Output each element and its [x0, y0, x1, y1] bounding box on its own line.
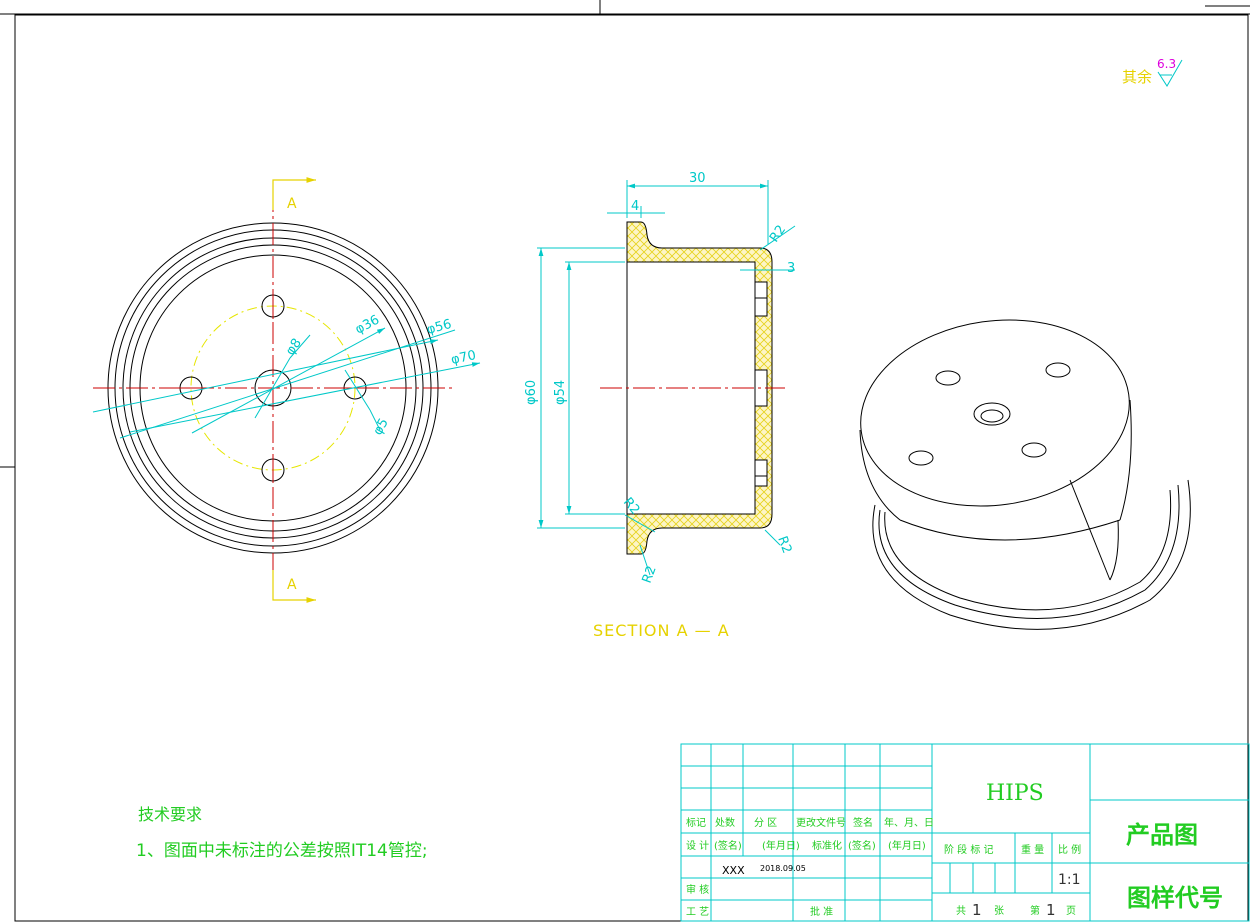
dim-phi5: φ5 [370, 416, 391, 438]
dim-phi8: φ8 [283, 336, 305, 358]
hdr-shenhe: 审 核 [686, 883, 709, 896]
hdr-qianming: 签名 [853, 816, 873, 829]
tech-title: 技术要求 [138, 805, 202, 824]
hdr-gengai: 更改文件号 [796, 816, 846, 829]
section-view: 30 4 3 φ60 φ54 R2 R2 R2 R2 SECTION A — A [524, 171, 796, 640]
roughness-prefix: 其余 [1122, 68, 1152, 86]
dim-phi60: φ60 [524, 380, 539, 405]
scale-value: 1:1 [1058, 872, 1081, 888]
hdr-pizhun: 批 准 [810, 905, 833, 918]
hdr-sheji: 设 计 [686, 839, 709, 852]
hdr-chushu: 处数 [715, 816, 735, 829]
hdr-jieduan: 阶 段 标 记 [944, 843, 994, 856]
material-label: HIPS [986, 781, 1044, 806]
hdr-biaoji: 标记 [686, 817, 706, 829]
hdr-qianming2: (签名) [714, 839, 742, 852]
hdr-zhongliang: 重 量 [1021, 843, 1044, 856]
design-date-value: 2018.09.05 [760, 864, 806, 873]
section-cut-marks [272, 177, 316, 603]
hdr-gong: 共 [956, 905, 966, 917]
isometric-view [859, 319, 1191, 630]
total-sheets-value: 1 [972, 901, 982, 919]
dim-r2-top: R2 [767, 223, 789, 246]
hdr-nianyueri3: (年月日) [888, 839, 926, 852]
section-dims [537, 180, 796, 576]
sheet-no-value: 1 [1046, 901, 1056, 919]
hdr-ye: 页 [1066, 905, 1076, 917]
dim-phi36: φ36 [353, 312, 382, 337]
designer-value: XXX [722, 864, 745, 877]
hdr-fenqu: 分 区 [754, 817, 777, 829]
hdr-di: 第 [1030, 904, 1040, 917]
hdr-nianyueri2: (年月日) [762, 839, 800, 852]
section-hatch [626, 221, 773, 555]
section-mark-top: A [287, 196, 297, 212]
dim-width-30: 30 [689, 171, 706, 186]
section-mark-bottom: A [287, 577, 297, 593]
dim-phi54: φ54 [553, 380, 568, 405]
dimension-leaders [92, 327, 481, 439]
title-block: HIPS 产品图 图样代号 标记 处数 分 区 更改文件号 签名 年、月、日 设… [680, 743, 1250, 922]
hdr-bili: 比 例 [1058, 843, 1081, 856]
section-caption: SECTION A — A [593, 621, 730, 640]
hdr-zhang: 张 [994, 905, 1004, 917]
hdr-nianyueri: 年、月、日 [884, 816, 934, 829]
hdr-gongyi: 工 艺 [686, 906, 709, 918]
dim-phi70: φ70 [450, 348, 478, 368]
dim-r2-bottom-right: R2 [774, 534, 794, 555]
roughness-symbol: 其余 6.3 [1122, 57, 1183, 87]
drawing-code-label: 图样代号 [1127, 884, 1223, 912]
dim-wall-4: 4 [631, 199, 639, 214]
tech-item-1: 1、图面中未标注的公差按照IT14管控; [136, 841, 428, 861]
tech-requirements: 技术要求 1、图面中未标注的公差按照IT14管控; [136, 805, 428, 861]
hdr-biaozhunhua: 标准化 [812, 839, 842, 852]
hdr-qianming3: (签名) [848, 839, 876, 852]
product-label: 产品图 [1126, 821, 1198, 849]
dim-bottom-3: 3 [787, 261, 795, 276]
roughness-value: 6.3 [1157, 57, 1176, 71]
front-view: A A φ36 φ56 φ70 φ8 φ5 [92, 177, 481, 603]
dim-r2-bottom: R2 [640, 564, 660, 585]
dim-phi56: φ56 [425, 317, 453, 338]
